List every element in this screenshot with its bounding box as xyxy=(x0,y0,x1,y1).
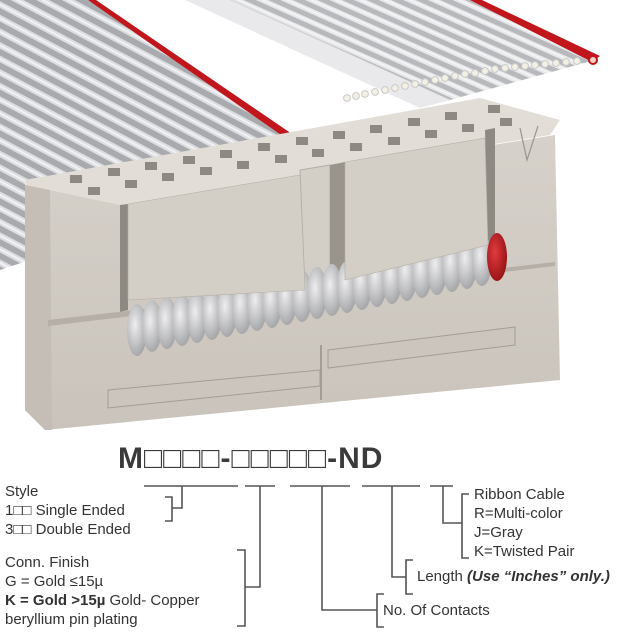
style-title: Style xyxy=(5,483,39,500)
ribbon-legend: Ribbon Cable R=Multi-color J=Gray K=Twis… xyxy=(474,485,574,561)
ribbon-title: Ribbon Cable xyxy=(474,486,565,503)
part-number-group-1: □□□□ xyxy=(144,442,221,475)
finish-option-k-desc: Gold- Copper xyxy=(105,592,200,609)
ribbon-cable-left xyxy=(0,0,292,270)
style-legend: Style 1□□ Single Ended 3□□ Double Ended xyxy=(5,482,131,539)
finish-title: Conn. Finish xyxy=(5,554,90,571)
finish-option-g: G = Gold ≤15µ xyxy=(5,573,104,590)
length-legend: Length (Use “Inches” only.) xyxy=(417,567,610,586)
connector-illustration xyxy=(0,0,600,430)
part-number: M□□□□-□□□□□-ND xyxy=(118,442,383,476)
ribbon-cable-right xyxy=(185,0,600,108)
finish-legend: Conn. Finish G = Gold ≤15µ K = Gold >15µ… xyxy=(5,553,200,629)
ribbon-option-k: K=Twisted Pair xyxy=(474,543,575,560)
contacts-label: No. Of Contacts xyxy=(383,602,490,619)
part-number-group-2: □□□□□ xyxy=(231,442,328,475)
contacts-legend: No. Of Contacts xyxy=(383,601,490,620)
finish-option-k-desc-2: beryllium pin plating xyxy=(5,611,138,628)
length-note: (Use “Inches” only.) xyxy=(467,568,610,585)
ribbon-option-r: R=Multi-color xyxy=(474,505,563,522)
part-number-separator: - xyxy=(220,442,232,475)
style-option-single: 1□□ Single Ended xyxy=(5,502,125,519)
part-number-suffix: -ND xyxy=(327,442,384,475)
style-option-double: 3□□ Double Ended xyxy=(5,521,131,538)
finish-option-k: K = Gold >15µ Gold- Copper xyxy=(5,591,200,610)
finish-option-k-label: K = Gold >15µ xyxy=(5,592,106,609)
part-number-prefix: M xyxy=(118,442,144,475)
ribbon-option-j: J=Gray xyxy=(474,524,523,541)
length-label: Length xyxy=(417,568,468,585)
